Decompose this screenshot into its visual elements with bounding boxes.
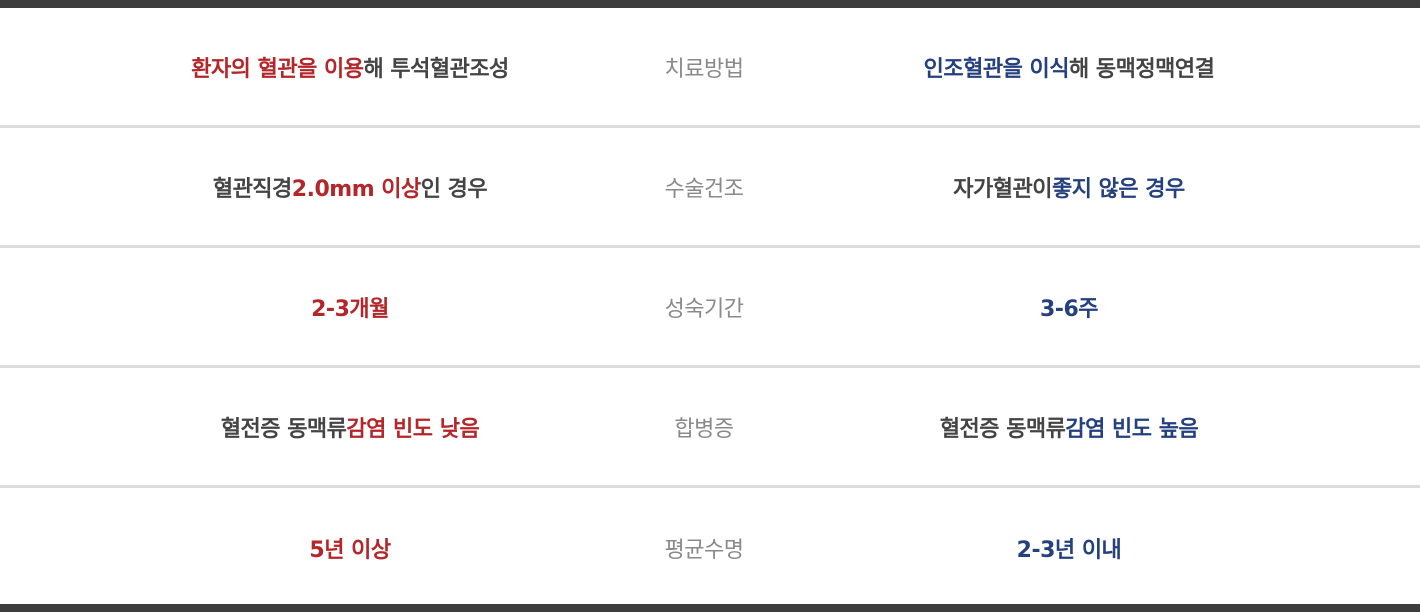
left-text-highlight: 환자의 혈관을 이용 — [191, 56, 364, 82]
category-label-complications: 합병증 — [674, 416, 734, 442]
right-text-highlight: 2-3년 이내 — [1016, 537, 1122, 563]
category-label-treatment: 치료방법 — [664, 56, 744, 82]
category-label-surgery-condition: 수술건조 — [664, 176, 744, 202]
right-text-highlight: 감염 빈도 높음 — [1065, 416, 1199, 442]
left-cell-average-lifespan: 5년 이상 — [150, 488, 550, 607]
left-text-highlight: 5년 이상 — [309, 537, 391, 563]
category-label-maturation-period: 성숙기간 — [664, 296, 744, 322]
right-text: 혈전증 동맥류 — [939, 416, 1066, 442]
right-text-highlight: 좋지 않은 경우 — [1051, 176, 1185, 202]
right-text: 자가혈관이 — [953, 176, 1052, 202]
table-row-average-lifespan: 5년 이상 평균수명 2-3년 이내 — [0, 488, 1420, 607]
right-cell-complications: 혈전증 동맥류 감염 빈도 높음 — [869, 368, 1269, 485]
right-text: 해 동맥정맥연결 — [1069, 56, 1215, 82]
right-cell-surgery-condition: 자가혈관이 좋지 않은 경우 — [869, 128, 1269, 245]
right-text-highlight: 인조혈관을 이식 — [923, 56, 1070, 82]
left-text: 인 경우 — [420, 176, 488, 202]
category-label-average-lifespan: 평균수명 — [664, 537, 744, 563]
left-text-highlight: 2.0mm 이상 — [291, 176, 421, 202]
left-cell-maturation-period: 2-3개월 — [150, 248, 550, 365]
right-text-highlight: 3-6주 — [1040, 296, 1099, 322]
table-row-maturation-period: 2-3개월 성숙기간 3-6주 — [0, 248, 1420, 368]
left-text-highlight: 2-3개월 — [311, 296, 389, 322]
left-text: 혈전증 동맥류 — [220, 416, 347, 442]
top-frame-bar — [0, 0, 1420, 8]
bottom-frame-bar — [0, 604, 1420, 612]
left-text: 혈관직경 — [212, 176, 292, 202]
left-cell-complications: 혈전증 동맥류 감염 빈도 낮음 — [150, 368, 550, 485]
right-cell-average-lifespan: 2-3년 이내 — [869, 488, 1269, 607]
left-text-highlight: 감염 빈도 낮음 — [346, 416, 480, 442]
table-row-complications: 혈전증 동맥류 감염 빈도 낮음 합병증 혈전증 동맥류 감염 빈도 높음 — [0, 368, 1420, 488]
left-text: 해 투석혈관조성 — [363, 56, 509, 82]
right-cell-maturation-period: 3-6주 — [869, 248, 1269, 365]
